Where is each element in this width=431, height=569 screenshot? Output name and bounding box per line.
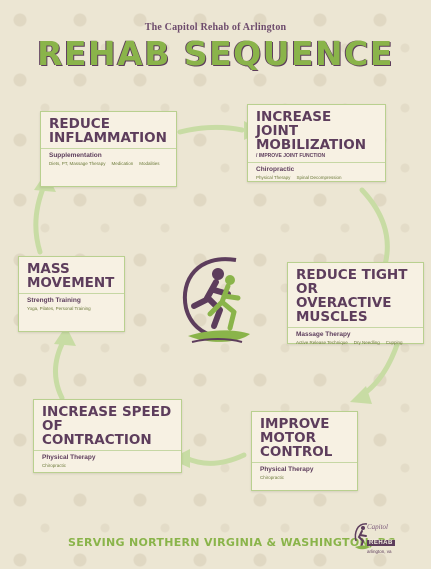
arrow-path-3 <box>359 339 401 398</box>
arrow-head-3 <box>350 386 372 404</box>
step-item: Dry Needling <box>353 340 380 345</box>
arrow-path-1 <box>177 124 245 135</box>
runner-mini-icon <box>354 523 370 550</box>
logo-location-text: arlington, va <box>367 549 392 554</box>
step-item: Active Release Technique <box>296 340 348 345</box>
step-items: Physical Therapy Spinal Decompression <box>256 175 377 180</box>
step-treatment-label: Supplementation <box>49 152 102 159</box>
step-item: Chiropractic <box>260 475 285 480</box>
brand-name: The Capitol Rehab of Arlington <box>144 22 287 33</box>
step-item: Yoga, Pilates, Personal Training <box>27 306 91 311</box>
logo-capitol-text: Capitol <box>367 523 389 531</box>
step-treatment-label: Physical Therapy <box>260 466 314 473</box>
step-card-increase-joint-mobilization: INCREASE JOINT MOBILIZATION / IMPROVE JO… <box>247 104 386 182</box>
arrow-path-4 <box>183 452 247 466</box>
step-title: REDUCE INFLAMMATION <box>49 116 167 146</box>
step-card-header: MASS MOVEMENT <box>19 257 124 294</box>
step-title: IMPROVE MOTOR CONTROL <box>260 416 333 460</box>
step-card-header: INCREASE SPEED OF CONTRACTION <box>34 400 181 451</box>
step-item: Diets, PT, Massage Therapy <box>49 161 106 166</box>
step-card-improve-motor-control: IMPROVE MOTOR CONTROL Physical Therapy C… <box>251 411 358 491</box>
page-title: REHAB SEQUENCE <box>37 34 394 73</box>
step-item: Physical Therapy <box>256 175 291 180</box>
step-card-body: Physical Therapy Chiropractic <box>252 463 357 484</box>
runner-logo-icon <box>182 257 250 343</box>
step-title: INCREASE JOINT MOBILIZATION <box>256 109 367 153</box>
step-card-body: Physical Therapy Chiropractic <box>34 451 181 472</box>
step-card-increase-speed-of-contraction: INCREASE SPEED OF CONTRACTION Physical T… <box>33 399 182 473</box>
step-treatment-label: Chiropractic <box>256 166 295 173</box>
mini-brand: Capitol REHAB arlington, va <box>367 523 395 554</box>
step-items: Chiropractic <box>260 475 349 480</box>
arrow-path-5 <box>53 337 67 401</box>
step-item: Medication <box>111 161 134 166</box>
step-card-reduce-inflammation: REDUCE INFLAMMATION Supplementation Diet… <box>40 111 177 187</box>
step-title: INCREASE SPEED OF CONTRACTION <box>42 404 172 448</box>
step-item: Modalities <box>139 161 160 166</box>
step-items: Chiropractic <box>42 463 173 468</box>
step-items: Yoga, Pilates, Personal Training <box>27 306 116 311</box>
footer-tagline: SERVING NORTHERN VIRGINIA & WASHINGTON, … <box>68 536 396 549</box>
step-item: Chiropractic <box>42 463 67 468</box>
arrow-head-5 <box>54 326 76 346</box>
step-card-body: Massage Therapy Active Release Technique… <box>288 328 423 349</box>
step-subtitle: / IMPROVE JOINT FUNCTION <box>256 153 326 159</box>
step-items: Diets, PT, Massage Therapy Medication Moda… <box>49 161 168 166</box>
footer-logo: Capitol REHAB arlington, va <box>353 521 403 555</box>
logo-rehab-text: REHAB <box>367 540 395 546</box>
step-card-body: Chiropractic Physical Therapy Spinal Deco… <box>248 163 385 184</box>
step-card-header: INCREASE JOINT MOBILIZATION / IMPROVE JO… <box>248 105 385 163</box>
step-card-body: Strength Training Yoga, Pilates, Persona… <box>19 294 124 315</box>
step-card-header: IMPROVE MOTOR CONTROL <box>252 412 357 463</box>
arrow-path-2 <box>359 187 390 268</box>
step-title: MASS MOVEMENT <box>27 261 115 291</box>
step-card-body: Supplementation Diets, PT, Massage Thera… <box>41 149 176 170</box>
step-card-header: REDUCE INFLAMMATION <box>41 112 176 149</box>
step-items: Active Release Technique Dry Needling Cupp… <box>296 340 415 345</box>
step-item: Cupping <box>385 340 403 345</box>
step-item: Spinal Decompression <box>296 175 342 180</box>
step-treatment-label: Strength Training <box>27 297 81 304</box>
step-treatment-label: Massage Therapy <box>296 331 351 338</box>
step-card-mass-movement: MASS MOVEMENT Strength Training Yoga, Pi… <box>18 256 125 332</box>
step-treatment-label: Physical Therapy <box>42 454 96 461</box>
arrow-path-6 <box>33 183 47 255</box>
step-card-reduce-tight-muscles: REDUCE TIGHT OR OVERACTIVE MUSCLES Massa… <box>287 262 424 345</box>
step-card-header: REDUCE TIGHT OR OVERACTIVE MUSCLES <box>288 263 423 328</box>
step-title: REDUCE TIGHT OR OVERACTIVE MUSCLES <box>296 267 408 325</box>
